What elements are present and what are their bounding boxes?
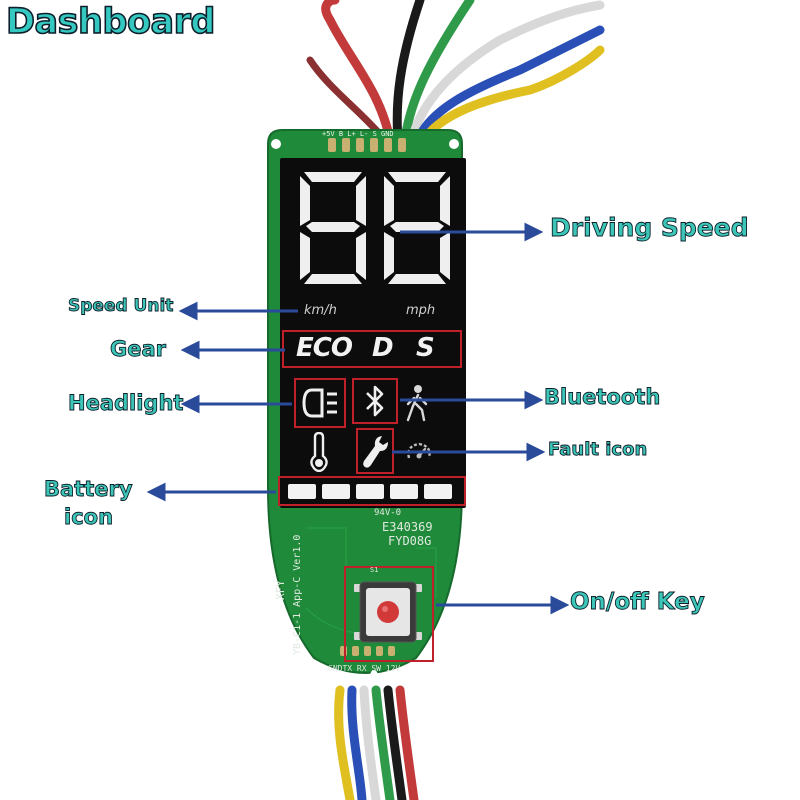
battery-segment xyxy=(424,484,452,499)
bluetooth-highlight-box xyxy=(352,378,398,424)
callout-driving-speed: Driving Speed xyxy=(550,213,750,242)
callout-speed-unit: Speed Unit xyxy=(68,296,174,316)
battery-highlight-box xyxy=(278,476,466,506)
wrench-icon xyxy=(363,436,388,468)
thermometer-icon xyxy=(310,432,328,472)
callout-gear: Gear xyxy=(110,337,167,361)
callout-headlight: Headlight xyxy=(68,391,184,415)
board-bottom-pins: GNDTX RX SW 12V xyxy=(328,664,401,673)
gear-d: D xyxy=(372,333,394,363)
callout-battery-line2: icon xyxy=(64,505,114,529)
headlight-icon xyxy=(302,388,337,418)
unit-kmh: km/h xyxy=(304,303,337,318)
switch-label: S1 xyxy=(370,566,379,574)
battery-icon xyxy=(288,484,458,500)
battery-segment xyxy=(390,484,418,499)
battery-segment xyxy=(322,484,350,499)
connector-labels: +5V B L+ L- S GND xyxy=(322,130,394,138)
board-marking-2: E340369 xyxy=(382,520,433,534)
gear-s: S xyxy=(416,333,435,363)
gear-eco: ECO xyxy=(296,333,353,363)
callout-battery-line1: Battery xyxy=(44,477,133,501)
unit-mph: mph xyxy=(406,303,436,318)
headlight-highlight-box xyxy=(294,378,346,428)
battery-segment xyxy=(288,484,316,499)
walk-assist-icon xyxy=(406,385,428,422)
onoff-highlight-box xyxy=(344,566,434,662)
battery-segment xyxy=(356,484,384,499)
speed-digits-display xyxy=(300,172,450,284)
bluetooth-icon xyxy=(366,385,384,417)
callout-bluetooth: Bluetooth xyxy=(544,385,661,409)
board-marking-3: FYD08G xyxy=(388,534,432,548)
power-button-icon[interactable] xyxy=(352,576,424,650)
callout-onoff-key: On/off Key xyxy=(570,589,706,616)
board-marking-1: 94V-0 xyxy=(374,508,402,518)
page-title: Dashboard xyxy=(5,1,216,43)
callout-fault-icon: Fault icon xyxy=(548,439,648,460)
